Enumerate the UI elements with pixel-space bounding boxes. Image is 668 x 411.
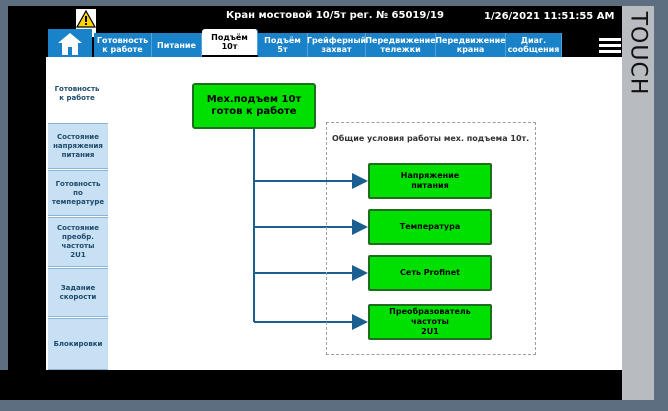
warning-icon (75, 9, 97, 28)
tab-2[interactable]: Питание (152, 33, 202, 57)
sidebar-item-6[interactable]: Блокировки (48, 318, 108, 370)
touch-label-text: TOUCH (625, 11, 651, 95)
tab-6[interactable]: Передвижение тележки (365, 33, 436, 57)
condition-box-1: Напряжение питания (368, 163, 492, 199)
sidebar-item-3[interactable]: Готовность по температуре (48, 170, 108, 216)
sidebar-item-1[interactable]: Готовность к работе (46, 65, 108, 123)
home-icon (58, 33, 82, 55)
conditions-group-title: Общие условия работы мех. подъема 10т. (332, 134, 530, 143)
bottom-bezel (0, 370, 622, 400)
touch-strip (622, 6, 654, 400)
main-status-box: Мех.подъем 10т готов к работе (192, 83, 316, 129)
tab-3[interactable]: Подъём 10т (202, 29, 258, 55)
hmi-screen: 2 Кран мостовой 10/5т рег. № 65019/19 1/… (46, 7, 622, 370)
conditions-group (326, 122, 536, 355)
tab-7[interactable]: Передвижение крана (435, 33, 506, 57)
tab-1[interactable]: Готовность к работе (94, 33, 152, 57)
tab-5[interactable]: Грейферный захват (307, 33, 366, 57)
header-bar: 2 Кран мостовой 10/5т рег. № 65019/19 1/… (46, 7, 622, 57)
sidebar-item-4[interactable]: Состояние преобр. частоты 2U1 (48, 217, 108, 267)
tab-8[interactable]: Диаг. сообщения (506, 33, 562, 57)
sidebar-item-2[interactable]: Состояние напряжения питания (48, 123, 108, 169)
condition-box-3: Сеть Profinet (368, 255, 492, 291)
condition-box-4: Преобразователь частоты 2U1 (368, 304, 492, 340)
connector-lines (253, 129, 368, 330)
page-title: Кран мостовой 10/5т рег. № 65019/19 (226, 10, 444, 21)
touch-label: TOUCH (624, 8, 652, 98)
sidebar-item-5[interactable]: Задание скорости (48, 268, 108, 317)
condition-box-2: Температура (368, 209, 492, 245)
hamburger-icon (599, 38, 621, 53)
home-button[interactable] (48, 29, 92, 57)
tab-4[interactable]: Подъём 5т (258, 33, 308, 57)
menu-button[interactable] (599, 35, 621, 55)
datetime: 1/26/2021 11:51:55 AM (484, 11, 615, 22)
